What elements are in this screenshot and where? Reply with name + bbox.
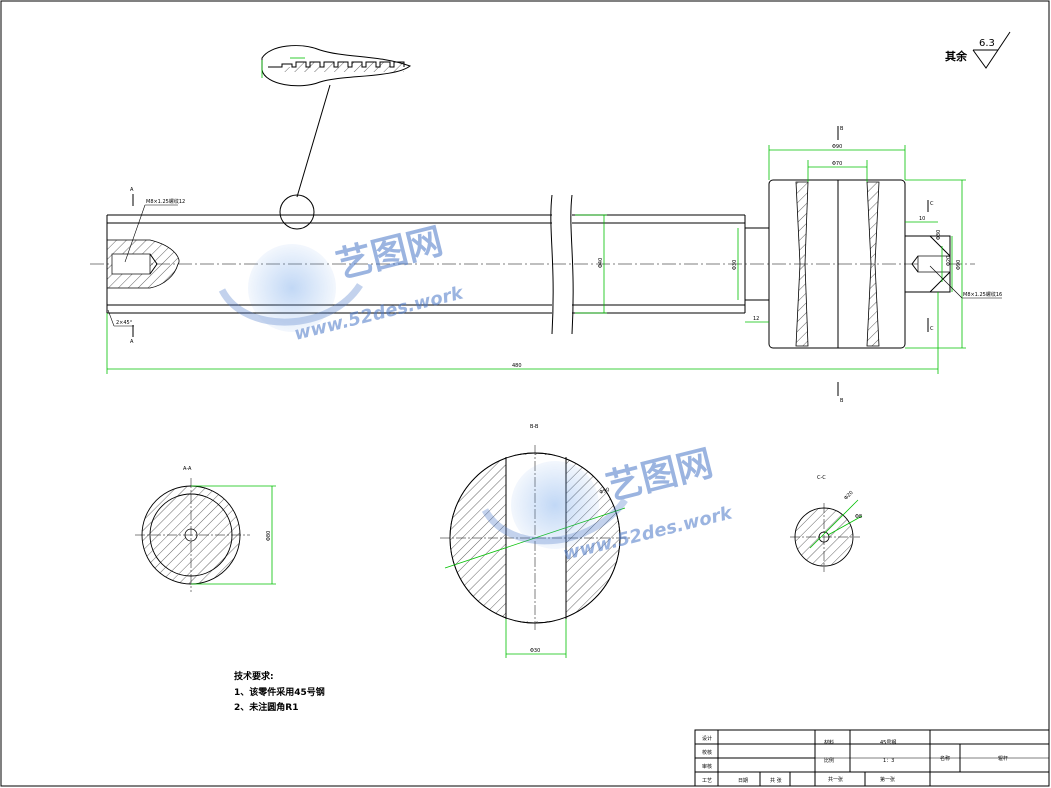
tb-date: 日期 bbox=[738, 778, 748, 784]
section-aa-label: A-A bbox=[183, 466, 192, 472]
dimension-lines: 480 Φ40 Φ30 12 Φ90 Φ70 10 Φ20 Φ30 Φ90 M8… bbox=[106, 144, 1002, 374]
tb-material-label: 材料 bbox=[824, 739, 834, 746]
section-bb-label: B-B bbox=[530, 424, 539, 430]
cut-b-top: B bbox=[840, 126, 844, 132]
cut-c-top: C bbox=[930, 201, 934, 207]
dim-thread-left: M8×1.25螺纹12 bbox=[146, 198, 185, 205]
section-aa: A-A Φ80 bbox=[135, 466, 276, 592]
tb-check: 校核 bbox=[702, 749, 712, 756]
dim-roller-dia: Φ90 bbox=[956, 260, 962, 270]
dim-cc-b: Φ8 bbox=[855, 514, 862, 520]
watermark-brand-2: 艺图网 bbox=[602, 443, 717, 509]
dim-roller-length: Φ90 bbox=[832, 144, 842, 150]
roughness-symbol: 其余 6.3 bbox=[945, 31, 1011, 69]
watermark-1: 艺图网 www.52des.work bbox=[218, 221, 466, 345]
dim-chamfer: 2×45° bbox=[116, 320, 133, 326]
roughness-value: 6.3 bbox=[979, 38, 995, 49]
section-cc: C-C Φ20 Φ8 bbox=[790, 475, 863, 572]
roughness-label: 其余 bbox=[945, 49, 968, 63]
dim-end-10: 10 bbox=[919, 216, 925, 222]
dim-roller-inner: Φ70 bbox=[832, 161, 842, 167]
dim-overall-length: 480 bbox=[512, 363, 522, 369]
cut-b-bottom: B bbox=[840, 398, 844, 404]
dim-aa-dia: Φ80 bbox=[266, 531, 272, 541]
tb-design: 设计 bbox=[702, 735, 712, 742]
tb-part-label: 名称 bbox=[940, 755, 950, 762]
cut-c-bottom: C bbox=[930, 326, 934, 332]
shaft-main-view: A A B B C C bbox=[90, 126, 975, 404]
tech-requirement-2: 2、未注圆角R1 bbox=[234, 703, 299, 713]
tech-requirements-title: 技术要求: bbox=[234, 672, 274, 682]
dim-thread-right: M8×1.25螺纹16 bbox=[963, 291, 1002, 298]
dim-bb-diag: Φ90 bbox=[599, 487, 611, 496]
tech-requirement-1: 1、该零件采用45号钢 bbox=[234, 688, 325, 698]
dim-cc-a: Φ20 bbox=[843, 490, 855, 502]
tb-scale-label: 比例 bbox=[824, 757, 834, 764]
tb-material-value: 45号钢 bbox=[880, 739, 896, 746]
dim-end-dia-b: Φ30 bbox=[936, 230, 942, 240]
dim-end-dia-a: Φ20 bbox=[946, 256, 952, 266]
detail-thread-view bbox=[261, 45, 412, 230]
tb-craft: 工艺 bbox=[702, 778, 712, 784]
tb-scale-value: 1：3 bbox=[883, 758, 894, 764]
title-block: 设计 校核 审核 工艺 日期 共 张 材料 45号钢 比例 1：3 名称 辊杆 … bbox=[694, 729, 1050, 787]
watermark-brand-1: 艺图网 bbox=[332, 221, 447, 287]
tb-sheet-no: 第一张 bbox=[880, 776, 895, 783]
tb-review: 审核 bbox=[702, 763, 712, 770]
tb-sheets-total: 共一张 bbox=[828, 776, 843, 783]
cut-a-top: A bbox=[130, 187, 134, 193]
dim-bb-width: Φ30 bbox=[530, 648, 540, 654]
dim-step-dia: Φ30 bbox=[732, 260, 738, 270]
tb-sign: 共 张 bbox=[770, 777, 782, 784]
cut-a-bottom: A bbox=[130, 339, 134, 345]
tb-part-value: 辊杆 bbox=[998, 755, 1008, 762]
section-cc-label: C-C bbox=[817, 475, 826, 481]
dim-step-12: 12 bbox=[753, 316, 759, 322]
dim-shaft-dia: Φ40 bbox=[598, 258, 604, 268]
